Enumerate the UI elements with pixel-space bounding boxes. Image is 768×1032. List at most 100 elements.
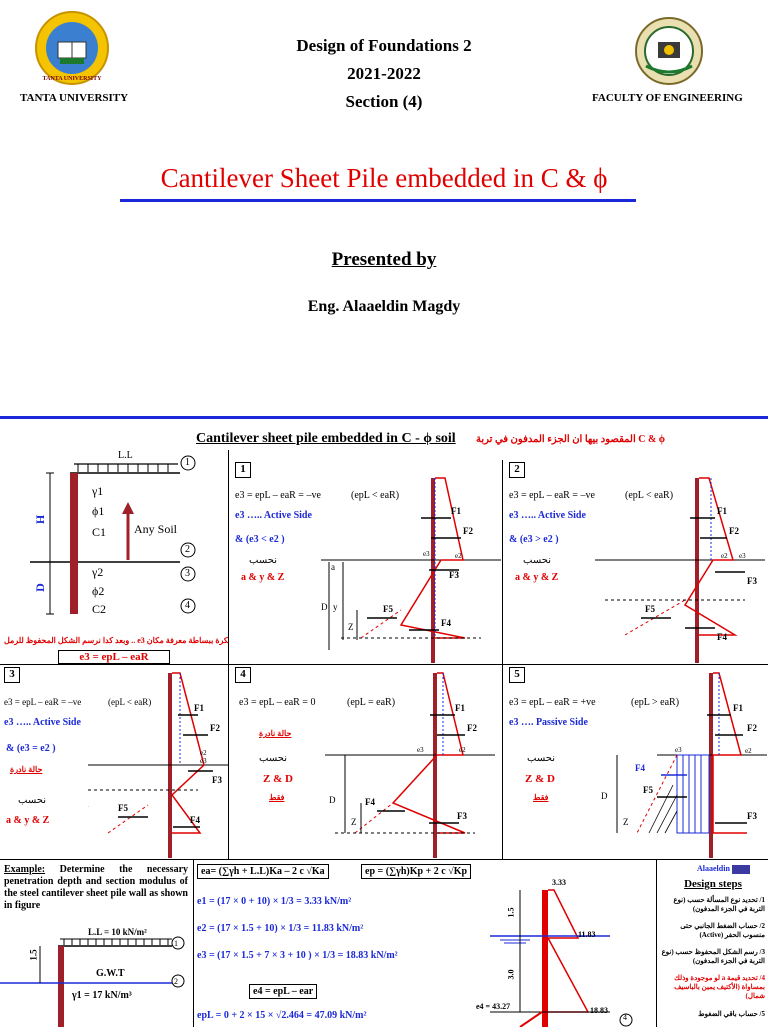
e2-equation: e2 = (17 × 1.5 + 10) × 1/3 = 11.83 kN/m²	[197, 923, 364, 934]
case1-side: e3 ….. Active Side	[235, 510, 312, 521]
svg-text:a: a	[331, 562, 335, 572]
case2-side: e3 ….. Active Side	[509, 510, 586, 521]
case-number-3: 3	[4, 667, 20, 683]
case4-calc-arabic: نحسب	[259, 753, 287, 764]
case1-pressure-diagram: F1 F2 F3 F5 F4 e2 e3 a y Z D	[321, 477, 501, 663]
example-depth: 1.5	[28, 949, 39, 961]
svg-text:e2: e2	[455, 552, 462, 560]
value-18-83: 18.83	[590, 1006, 608, 1015]
svg-text:F2: F2	[210, 723, 220, 733]
case4-equation: e3 = epL – eaR = 0	[239, 697, 316, 708]
depth-3-0: 3.0	[506, 969, 516, 980]
value-e4: e4 = 43.27	[476, 1002, 511, 1011]
svg-text:F4: F4	[365, 797, 375, 807]
svg-text:F1: F1	[733, 703, 743, 713]
university-seal-icon: TANTA UNIVERSITY	[35, 11, 109, 85]
case3-rare-note: حالة نادرة	[10, 765, 43, 774]
main-definition-panel: L.L 1 2 3 4 H D γ1 ϕ1 C1 Any Soil γ2 ϕ2 …	[0, 450, 229, 665]
case3-condition: (epL < eaR)	[108, 697, 152, 707]
circle-4-example: 4	[623, 1013, 627, 1022]
svg-text:e2: e2	[721, 552, 728, 560]
author-tag: Alaaeldin	[697, 864, 750, 874]
phi1-label: ϕ1	[92, 504, 105, 518]
case2-condition: (epL < eaR)	[625, 490, 674, 501]
tanta-university-logo: TANTA UNIVERSITY	[34, 10, 110, 86]
example-gamma: γ1 = 17 kN/m³	[72, 990, 132, 1001]
faculty-logo	[634, 16, 704, 86]
case3-pressure-diagram: F1 F2 F3 F5 F4 e2 e3 a y	[88, 672, 228, 858]
svg-text:F2: F2	[463, 526, 473, 536]
svg-text:F1: F1	[717, 506, 727, 516]
value-11-83: 11.83	[578, 930, 596, 939]
result-diagram: 3.33 11.83 18.83 e4 = 43.27 1.5 3.0 4	[460, 860, 656, 1028]
case2-calc-arabic: نحسب	[523, 555, 551, 566]
example-text: Example: Determine the necessary penetra…	[4, 864, 188, 912]
case1-calc: a & y & Z	[241, 572, 285, 583]
step-2: 2/ حساب الضغط الجانبي حتى منسوب الحفر (A…	[680, 922, 765, 939]
depth-label: D	[32, 583, 47, 592]
svg-text:F4: F4	[635, 763, 645, 773]
example-description: Determine the necessary penetration dept…	[4, 864, 189, 911]
gamma1-label: γ1	[92, 484, 104, 498]
case4-calc: Z & D	[263, 773, 293, 785]
case3-equation: e3 = epL – eaR = –ve	[4, 697, 82, 707]
case3-side: e3 ….. Active Side	[4, 717, 81, 728]
c1-label: C1	[92, 525, 107, 539]
example-gwt: G.W.T	[96, 968, 125, 979]
e3-formula-box: e3 = epL – eaR	[58, 650, 170, 664]
case5-only-arabic: فقط	[533, 793, 549, 802]
case2-calc: a & y & Z	[515, 572, 559, 583]
step-4: 4/ تحديد قيمة a لو موجودة وذلك بمساواة (…	[674, 974, 765, 1000]
epl-equation: epL = 0 + 2 × 15 × √2.464 = 47.09 kN/m²	[197, 1010, 367, 1021]
case5-equation: e3 = epL – eaR = +ve	[509, 697, 596, 708]
case-panel-4: 4 e3 = epL – eaR = 0 (epL = eaR) حالة نا…	[229, 665, 503, 860]
case2-relation: & (e3 > e2 )	[509, 534, 559, 545]
example-label: Example:	[4, 864, 46, 875]
value-3-33: 3.33	[552, 878, 566, 887]
academic-year: 2021-2022	[347, 64, 421, 83]
e4-equation-box: e4 = epL – ear	[249, 984, 318, 999]
any-soil-label: Any Soil	[134, 522, 178, 536]
slide2-heading-arabic: المقصود بيها ان الجزء المدفون في تربة C …	[476, 434, 666, 445]
case4-only-arabic: فقط	[269, 793, 285, 802]
svg-text:e3: e3	[200, 757, 207, 765]
case5-pressure-diagram: F1 F2 F4 F5 F3 e2 e3 D Z	[601, 672, 767, 858]
course-title: Design of Foundations 2	[296, 36, 472, 55]
ep-equation-box: ep = (∑γh)Kp + 2 c √Kp	[361, 864, 472, 879]
slide-title: TANTA UNIVERSITY TANTA UNIVERSITY Design…	[0, 0, 768, 400]
svg-text:D: D	[601, 791, 608, 801]
gamma2-label: γ2	[92, 565, 104, 579]
svg-text:y: y	[88, 803, 89, 813]
case-number-2: 2	[509, 462, 525, 478]
design-steps-panel: Alaaeldin Design steps 1/ تحديد نوع المس…	[656, 860, 768, 1027]
svg-text:F4: F4	[441, 618, 451, 628]
case-panel-3: 3 e3 = epL – eaR = –ve (epL < eaR) e3 ….…	[0, 665, 229, 860]
c2-label: C2	[92, 602, 107, 616]
circle-3-label: 3	[185, 568, 190, 579]
svg-text:TANTA UNIVERSITY: TANTA UNIVERSITY	[43, 76, 103, 82]
svg-text:F5: F5	[643, 785, 653, 795]
arabic-note: الفكرة ببساطة معرفة مكان e3 .. وبعد كدا …	[4, 636, 229, 645]
case2-equation: e3 = epL – eaR = –ve	[509, 490, 595, 501]
faculty-seal-icon	[635, 17, 703, 85]
author-badge-icon	[731, 864, 750, 874]
case4-rare-note: حالة نادرة	[259, 729, 292, 738]
height-label: H	[33, 514, 48, 525]
presenter-name: Eng. Alaaeldin Magdy	[307, 298, 461, 315]
circle-1-label: 1	[185, 457, 190, 468]
svg-text:e3: e3	[423, 550, 430, 558]
svg-text:F5: F5	[383, 604, 393, 614]
step-5: 5/ حساب باقي الضغوط	[698, 1010, 765, 1018]
case-number-4: 4	[235, 667, 251, 683]
svg-text:F1: F1	[451, 506, 461, 516]
circle-4-label: 4	[185, 600, 190, 611]
svg-text:e2: e2	[745, 747, 752, 755]
svg-text:Z: Z	[351, 817, 357, 827]
case5-condition: (epL > eaR)	[631, 697, 680, 708]
design-steps-title: Design steps	[684, 878, 742, 890]
svg-text:F1: F1	[194, 703, 204, 713]
case1-condition: (epL < eaR)	[351, 490, 400, 501]
step-3: 3/ رسم الشكل المحفوظ حسب (نوع التربة في …	[661, 948, 765, 965]
case2-pressure-diagram: F1 F2 F3 F5 F4 e2 e3	[595, 477, 765, 663]
svg-text:F3: F3	[747, 811, 757, 821]
